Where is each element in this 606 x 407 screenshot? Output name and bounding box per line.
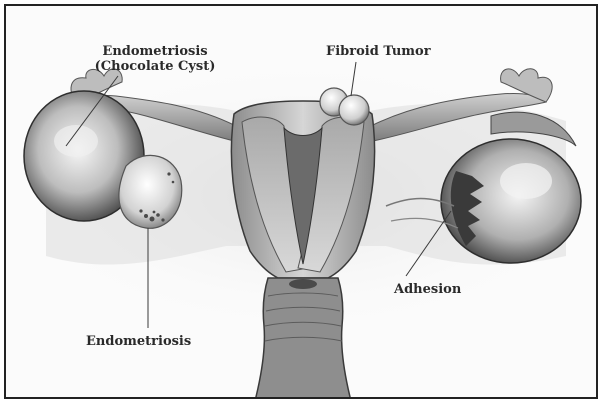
label-endometriosis: Endometriosis bbox=[86, 334, 191, 349]
illustration-frame: Endometriosis (Chocolate Cyst) Fibroid T… bbox=[4, 4, 598, 399]
label-adhesion: Adhesion bbox=[394, 282, 461, 297]
label-fibroid-tumor: Fibroid Tumor bbox=[326, 44, 431, 59]
right-ovary-highlight bbox=[500, 163, 552, 199]
label-endometriosis-cyst-line2: (Chocolate Cyst) bbox=[90, 59, 220, 74]
label-endometriosis-cyst-line1: Endometriosis bbox=[90, 44, 220, 59]
cervical-os bbox=[289, 279, 317, 289]
label-endometriosis-cyst: Endometriosis (Chocolate Cyst) bbox=[90, 44, 220, 74]
left-ovary-highlight bbox=[54, 125, 98, 157]
fibroid-tumor bbox=[339, 95, 369, 125]
